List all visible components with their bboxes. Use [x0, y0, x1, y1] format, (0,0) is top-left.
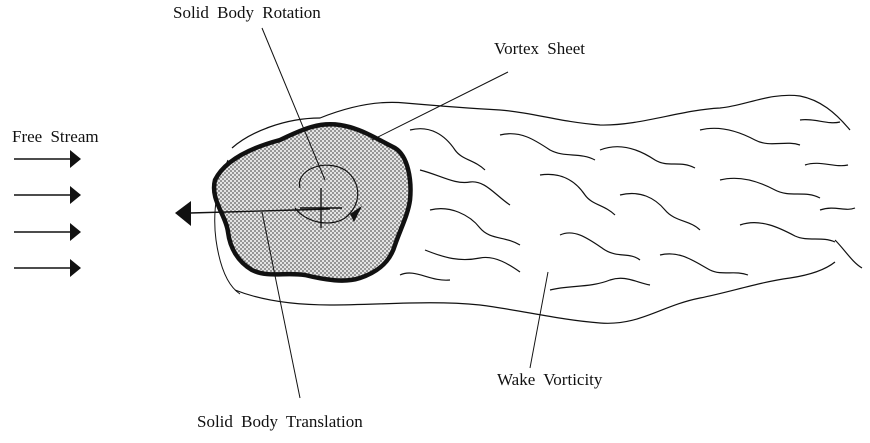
label-free-stream: Free Stream — [12, 127, 99, 146]
label-wake-vorticity: Wake Vorticity — [497, 370, 603, 389]
wake-vorticity-lines — [400, 120, 862, 290]
solid-body — [214, 124, 410, 280]
free-stream-arrows — [14, 159, 72, 268]
label-vortex-sheet: Vortex Sheet — [494, 39, 585, 58]
free-stream-arrowheads — [70, 150, 81, 277]
label-solid-body-rotation: Solid Body Rotation — [173, 3, 321, 22]
label-solid-body-translation: Solid Body Translation — [197, 412, 363, 431]
